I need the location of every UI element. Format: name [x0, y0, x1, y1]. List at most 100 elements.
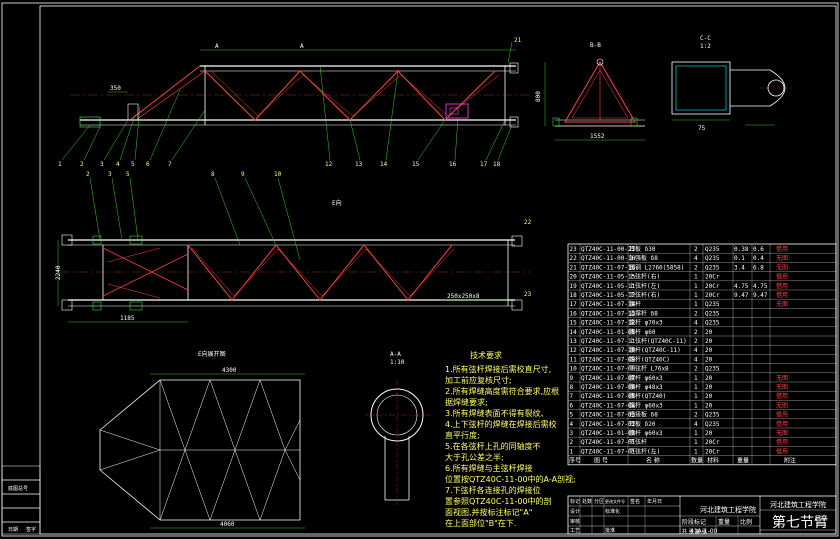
bom-header-code: 图 号: [594, 458, 608, 465]
bom-row-material: Q235: [705, 421, 720, 428]
dim-e-left: 1185: [120, 315, 135, 322]
bom-row-no: 6: [570, 402, 574, 409]
bom-row-note: 借用: [776, 392, 788, 400]
bom-row-material: Q235: [705, 255, 720, 262]
bom-row-note: 无图: [776, 430, 788, 437]
bom-header-weight: 重量: [737, 457, 749, 465]
bom-row-qty: 1: [694, 393, 698, 400]
bom-row-qty: 2: [694, 412, 698, 419]
part-number: 3: [100, 161, 104, 168]
bom-row-qty: 4: [694, 347, 698, 354]
part-number: 21: [514, 37, 522, 44]
bom-row-code: QTZ40C-11-07-09: [581, 356, 636, 363]
e-view-label: E向: [332, 199, 342, 207]
e-view-plan: E向 2240 1185 250x250x8: [55, 199, 530, 323]
bom-row-name: 下弦杆(右): [629, 291, 660, 299]
bom-row-name: 腹杆 φ60: [629, 328, 656, 336]
bom-header-no: 序号: [569, 457, 581, 465]
note-line: 据焊缝要求;: [445, 397, 488, 407]
bom-row-no: 7: [570, 393, 574, 400]
side-view-truss: 350 A A: [70, 43, 530, 128]
bom-row-material: 20Cr: [705, 448, 720, 455]
bom-header-name: 名 称: [646, 457, 660, 465]
note-line: 3.所有焊缝表面不得有裂纹、: [445, 408, 549, 418]
dim-top-left: 350: [110, 85, 121, 92]
bom-row-weight-total: 9.47: [753, 292, 768, 299]
bom-row-material: 20: [705, 347, 713, 354]
note-line: 置参照QTZ40C-11-00中的剖: [445, 496, 552, 506]
bom-row-no: 8: [570, 384, 574, 391]
tb-drawing-title: 第七节臂: [772, 514, 828, 531]
bom-row-code: QTZ40C-11-05-11: [581, 283, 636, 290]
bom-row-no: 22: [570, 255, 578, 262]
tb-cell: 设计: [570, 508, 580, 515]
side-label-drawing: 底图总号: [8, 485, 28, 492]
bom-row-material: Q235: [705, 366, 720, 373]
bom-row-code: QTZ40C-11-07-14: [581, 301, 636, 308]
note-line: 位置按QTZ40C-11-00中的A-A剖视;: [445, 474, 576, 484]
bom-row-name: 圆钢 L2760(5858): [629, 263, 684, 271]
bom-row-no: 3: [570, 430, 574, 437]
bom-row-weight-total: 4.75: [753, 283, 768, 290]
bom-header-material: 材料: [707, 457, 719, 465]
bom-row-weight-unit: 4.75: [734, 283, 749, 290]
bom-row-weight-total: 0.6: [753, 246, 764, 253]
bom-row-code: QTZ40C-11-07-10: [581, 347, 636, 354]
bom-row-qty: 1: [694, 283, 698, 290]
bom-row-qty: 2: [694, 338, 698, 345]
bom-row-material: 20: [705, 402, 713, 409]
bom-row-note: 无图: [776, 402, 788, 409]
bom-row-note: 借用: [776, 273, 788, 281]
part-number: 4: [116, 161, 120, 168]
bom-row-qty: 4: [694, 356, 698, 363]
bom-row-qty: 1: [694, 448, 698, 455]
bom-row-material: 20: [705, 384, 713, 391]
bom-row-code: QTZ40C-11-05-12: [581, 292, 636, 299]
bom-row-material: Q235: [705, 246, 720, 253]
tb-cell: 工艺: [570, 528, 580, 534]
dim-expand-total: 4300: [222, 367, 237, 374]
part-number: 13: [355, 161, 363, 168]
bom-row-no: 15: [570, 320, 578, 327]
bom-row-code: QTZ40C-11-01-05: [581, 329, 636, 336]
bom-row-note: 借用: [776, 282, 788, 290]
bom-row-qty: 1: [694, 301, 698, 308]
bom-row-name: 上弦杆(右): [629, 273, 660, 281]
tb-company-right: 河北建筑工程学院: [770, 500, 826, 509]
svg-text:A: A: [300, 43, 304, 50]
tb-cell: 标准化: [605, 508, 620, 515]
note-line: 面视图,并按标注标记"A": [445, 507, 532, 517]
tb-cell: 签名: [630, 498, 640, 505]
part-leaders-e: [89, 177, 301, 261]
bom-row-note: 借用: [776, 438, 788, 446]
section-b-label: B-B: [590, 42, 601, 49]
bom-row-qty: 1: [694, 384, 698, 391]
bom-row-code: QTZ40C-11-07-07: [581, 375, 636, 382]
bom-row-note: 借用: [776, 291, 788, 299]
bom-row-material: 20: [705, 430, 713, 437]
bom-row-qty: 1: [694, 430, 698, 437]
bom-row-note: 无图: [776, 384, 788, 391]
bom-row-material: Q235: [705, 412, 720, 419]
bom-row-material: 20: [705, 393, 713, 400]
bom-row-qty: 1: [694, 402, 698, 409]
bom-row-material: 20Cr: [705, 292, 720, 299]
bom-row-name: 上弦杆(QTZ40C-11): [629, 337, 687, 345]
dim-e-right-box: 250x250x8: [447, 293, 480, 300]
bom-row-no: 23: [570, 246, 578, 253]
note-line: 7.下弦杆各连接孔的焊接位: [445, 485, 541, 495]
part-number: 8: [211, 171, 215, 178]
bom-row-qty: 2: [694, 264, 698, 271]
part-number: 16: [449, 161, 457, 168]
bom-row-material: Q235: [705, 264, 720, 271]
section-a-scale: 1:10: [390, 359, 405, 366]
bom-row-qty: 1: [694, 375, 698, 382]
section-c-c: C-C 1:2 75: [671, 35, 792, 132]
bom-row-no: 19: [570, 283, 578, 290]
bom-row-name: 耳板 δ30: [629, 245, 656, 253]
bom-row-no: 16: [570, 310, 578, 317]
bom-row-no: 13: [570, 338, 578, 345]
bom-row-code: QTZ40C-11-00-23: [581, 246, 636, 253]
bom-row-qty: 2: [694, 310, 698, 317]
note-line: 在上面部位"B"在下.: [445, 518, 516, 528]
